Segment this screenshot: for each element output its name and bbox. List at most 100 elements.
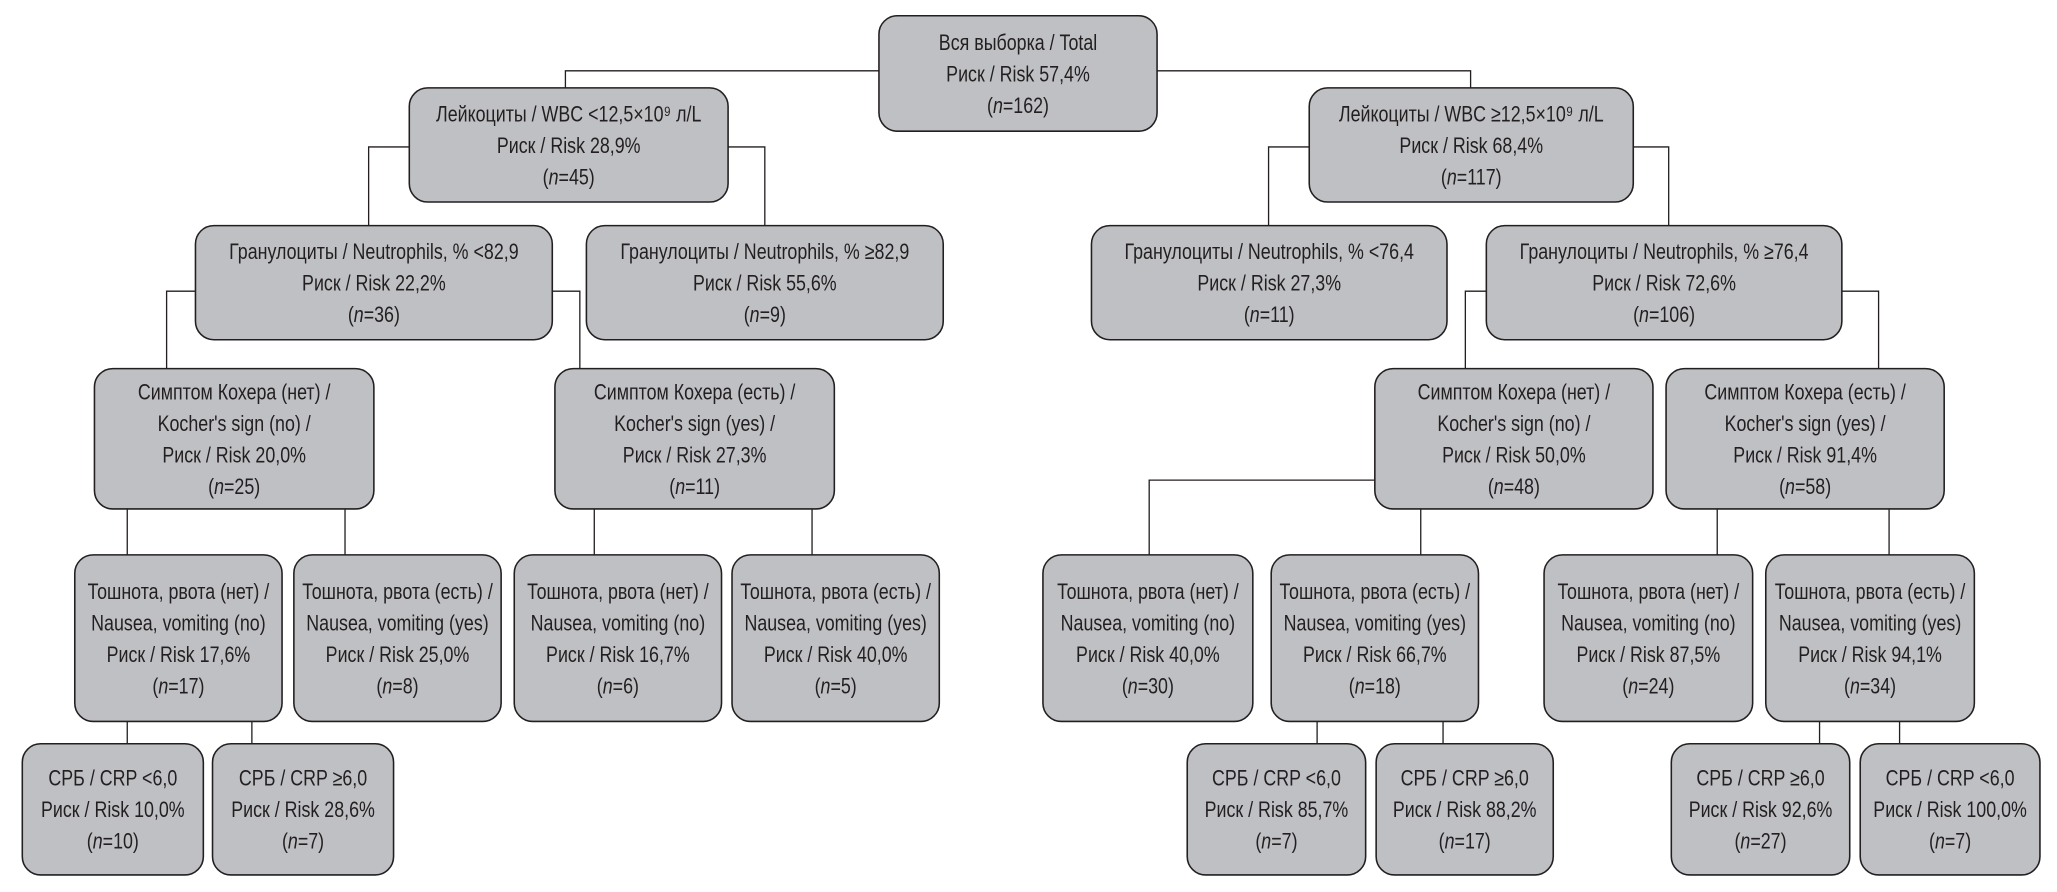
node-sample-size: (n=18) xyxy=(1349,674,1401,698)
sample-size-value: 9 xyxy=(770,303,780,327)
sample-size-symbol: ) xyxy=(1890,674,1896,698)
sample-size-symbol: n xyxy=(1355,674,1365,698)
node-risk: Риск / Risk 20,0% xyxy=(162,444,306,468)
sample-size-value: 48 xyxy=(1514,475,1534,499)
sample-size-symbol: n xyxy=(1639,303,1649,327)
connector-neut-ge-76-to-kocher-no-r xyxy=(1464,290,1487,369)
sample-size-symbol: n xyxy=(214,475,224,499)
sample-size-symbol: = xyxy=(559,166,569,190)
connector-kocher-no-r-to-nausea-no-3 xyxy=(1148,479,1375,555)
node-label: Симптом Кохера (есть) / xyxy=(1704,381,1906,405)
sample-size-value: 18 xyxy=(1375,674,1395,698)
sample-size-symbol: ( xyxy=(1622,674,1628,698)
sample-size-value: 17 xyxy=(1465,830,1485,854)
node-box xyxy=(1375,742,1555,876)
sample-size-symbol: n xyxy=(1935,830,1945,854)
node-box xyxy=(1308,87,1635,203)
sample-size-symbol: = xyxy=(392,674,402,698)
node-box xyxy=(585,224,945,341)
sample-size-symbol: ) xyxy=(633,674,639,698)
tree-node-kocher-no-r: Симптом Кохера (нет) /Kocher's sign (no)… xyxy=(1374,367,1654,510)
sample-size-symbol: n xyxy=(1628,674,1638,698)
sample-size-symbol: ( xyxy=(543,166,549,190)
node-sample-size: (n=11) xyxy=(669,475,720,499)
node-sample-size: (n=6) xyxy=(597,674,639,698)
node-sample-size: (n=8) xyxy=(376,674,418,698)
node-sample-size: (n=7) xyxy=(1929,830,1971,854)
sample-size-symbol: = xyxy=(1271,830,1281,854)
tree-node-nausea-yes-1: Тошнота, рвота (есть) /Nausea, vomiting … xyxy=(293,554,502,723)
node-label: Kocher's sign (no) / xyxy=(158,412,311,436)
sample-size-symbol: n xyxy=(821,674,831,698)
node-sample-size: (n=5) xyxy=(815,674,857,698)
sample-size-symbol: ) xyxy=(199,674,205,698)
sample-size-value: 25 xyxy=(234,475,254,499)
sample-size-symbol: ( xyxy=(1255,830,1261,854)
node-sample-size: (n=106) xyxy=(1633,303,1695,327)
sample-size-symbol: n xyxy=(1261,830,1271,854)
tree-node-nausea-yes-3: Тошнота, рвота (есть) /Nausea, vomiting … xyxy=(1270,554,1480,723)
node-label: Тошнота, рвота (нет) / xyxy=(1057,580,1239,604)
sample-size-value: 5 xyxy=(841,674,851,698)
node-box xyxy=(211,742,395,876)
sample-size-symbol: ( xyxy=(1633,303,1639,327)
node-label: Тошнота, рвота (есть) / xyxy=(1775,580,1966,604)
sample-size-symbol: n xyxy=(1128,674,1138,698)
node-risk: Риск / Risk 92,6% xyxy=(1689,798,1833,822)
node-risk: Риск / Risk 94,1% xyxy=(1798,643,1942,667)
sample-size-value: 27 xyxy=(1761,830,1781,854)
node-label: Тошнота, рвота (нет) / xyxy=(527,580,709,604)
node-sample-size: (n=34) xyxy=(1844,674,1896,698)
sample-size-symbol: = xyxy=(1945,830,1955,854)
sample-size-symbol: ) xyxy=(1168,674,1174,698)
node-risk: Риск / Risk 28,9% xyxy=(497,134,641,158)
node-label: Тошнота, рвота (есть) / xyxy=(1280,580,1471,604)
node-risk: Риск / Risk 66,7% xyxy=(1303,643,1447,667)
sample-size-symbol: = xyxy=(830,674,840,698)
node-sample-size: (n=48) xyxy=(1488,475,1540,499)
node-label: Лейкоциты / WBC ≥12,5×10⁹ л/L xyxy=(1339,103,1604,127)
node-label: Симптом Кохера (есть) / xyxy=(594,381,796,405)
node-risk: Риск / Risk 88,2% xyxy=(1393,798,1537,822)
sample-size-symbol: = xyxy=(1638,674,1648,698)
sample-size-symbol: n xyxy=(354,303,364,327)
node-sample-size: (n=11) xyxy=(1244,303,1295,327)
sample-size-symbol: ( xyxy=(597,674,603,698)
tree-node-kocher-no-l: Симптом Кохера (нет) /Kocher's sign (no)… xyxy=(93,367,375,510)
node-box xyxy=(1543,554,1754,723)
node-risk: Риск / Risk 17,6% xyxy=(107,643,251,667)
sample-size-value: 30 xyxy=(1148,674,1168,698)
sample-size-symbol: ( xyxy=(1439,830,1445,854)
node-label: СРБ / CRP ≥6,0 xyxy=(1401,767,1529,791)
sample-size-symbol: ( xyxy=(1122,674,1128,698)
sample-size-value: 45 xyxy=(569,166,589,190)
sample-size-symbol: = xyxy=(1504,475,1514,499)
sample-size-value: 58 xyxy=(1805,475,1825,499)
node-label: СРБ / CRP <6,0 xyxy=(48,767,177,791)
sample-size-symbol: ) xyxy=(1781,830,1787,854)
node-box xyxy=(93,367,375,510)
sample-size-value: 11 xyxy=(696,475,715,499)
node-risk: Риск / Risk 68,4% xyxy=(1399,134,1543,158)
sample-size-symbol: = xyxy=(760,303,770,327)
node-box xyxy=(554,367,836,510)
sample-size-symbol: ) xyxy=(851,674,857,698)
node-risk: Риск / Risk 50,0% xyxy=(1442,444,1586,468)
node-label: Nausea, vomiting (yes) xyxy=(1779,612,1961,636)
node-risk: Риск / Risk 40,0% xyxy=(764,643,908,667)
node-sample-size: (n=162) xyxy=(987,94,1049,118)
sample-size-symbol: n xyxy=(1250,303,1260,327)
tree-node-kocher-yes-r: Симптом Кохера (есть) /Kocher's sign (ye… xyxy=(1665,367,1945,510)
node-sample-size: (n=7) xyxy=(282,830,324,854)
sample-size-symbol: = xyxy=(1455,830,1465,854)
node-label: Тошнота, рвота (нет) / xyxy=(1558,580,1740,604)
sample-size-symbol: ( xyxy=(208,475,214,499)
sample-size-symbol: n xyxy=(288,830,298,854)
sample-size-symbol: ( xyxy=(815,674,821,698)
